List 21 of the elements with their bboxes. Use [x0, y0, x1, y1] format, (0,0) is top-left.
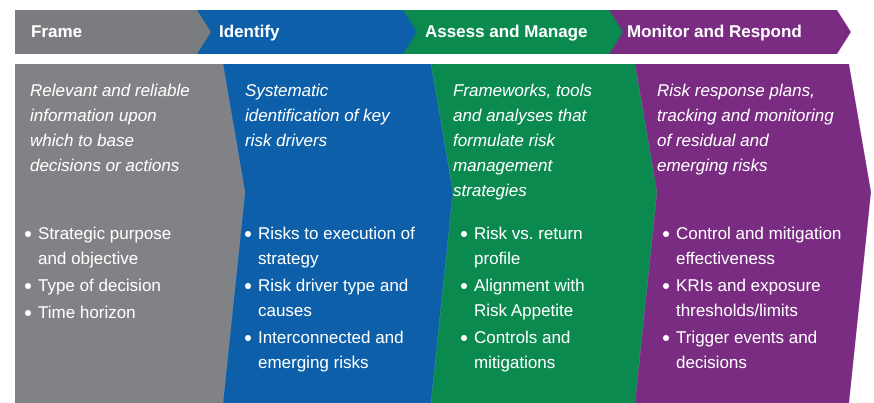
chevron-header: Identify	[197, 10, 419, 54]
bullet-item: Time horizon	[38, 302, 136, 324]
description-text: Relevant and reliable information upon which to base decisions or actions	[30, 80, 191, 177]
bullet-item: Interconnected and emerging risks	[258, 327, 405, 374]
bullet-item: Risk driver type and causes	[258, 275, 410, 322]
bullet-item: Controls and mitigations	[474, 327, 572, 374]
bullet-item: Risks to execution of strategy	[258, 223, 416, 270]
description-text: Risk response plans, tracking and monitoring of residual and emerging risks	[657, 80, 835, 177]
chevron-header: Frame	[15, 10, 213, 54]
bullet-item: Risk vs. return profile	[474, 223, 584, 270]
bullet-item: Control and mitigation effectiveness	[676, 223, 842, 270]
bullet-item: Type of decision	[38, 275, 161, 297]
bullet-item: Strategic purpose and objective	[38, 223, 172, 270]
chevron-header: Monitor and Respond	[609, 10, 851, 54]
bullet-item: Trigger events and decisions	[676, 327, 818, 374]
description-text: Systematic identification of key risk drivers	[245, 80, 390, 152]
bullet-item: KRIs and exposure thresholds/limits	[676, 275, 822, 322]
chevron-header: Assess and Manage	[403, 10, 625, 54]
chevron-panel	[15, 64, 245, 403]
bullet-item: Alignment with Risk Appetite	[474, 275, 586, 322]
description-text: Frameworks, tools and analyses that formulate risk management strategies	[453, 80, 593, 202]
